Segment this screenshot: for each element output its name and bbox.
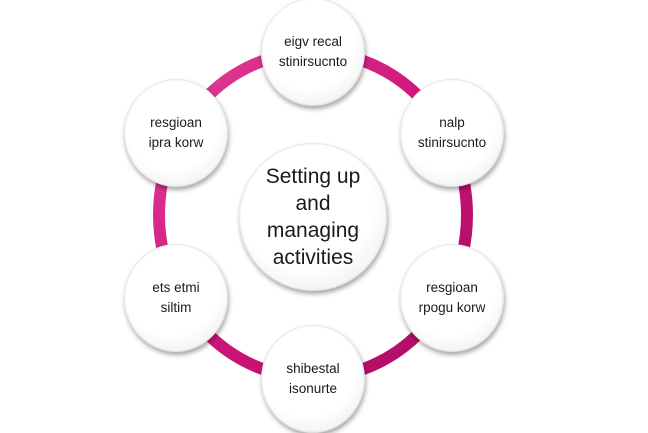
node-line: siltim <box>160 300 192 315</box>
center-line: and <box>295 192 331 215</box>
node-label: resgioan ipra korw <box>149 113 204 153</box>
node-label: eigv recal stinirsucnto <box>279 32 347 72</box>
node-line: ets etmi <box>152 280 200 295</box>
node-bottom: shibestal isonurte <box>261 325 365 433</box>
node-bottom-left: ets etmi siltim <box>124 244 228 352</box>
node-label: nalp stinirsucnto <box>418 113 486 153</box>
node-line: ipra korw <box>148 135 204 150</box>
node-line: stinirsucnto <box>417 135 487 150</box>
center-line: activities <box>272 246 354 269</box>
node-top-right: nalp stinirsucnto <box>400 79 504 187</box>
node-bottom-right: resgioan rpogu korw <box>400 244 504 352</box>
node-line: shibestal <box>286 361 340 376</box>
node-top: eigv recal stinirsucnto <box>261 0 365 106</box>
node-top-left: resgioan ipra korw <box>124 79 228 187</box>
node-line: nalp <box>439 115 465 130</box>
center-label: Setting up and managing activities <box>266 163 361 271</box>
node-label: ets etmi siltim <box>152 278 199 318</box>
node-line: resgioan <box>426 280 478 295</box>
node-line: stinirsucnto <box>278 54 348 69</box>
node-line: rpogu korw <box>418 300 486 315</box>
center-line: Setting up <box>265 165 361 188</box>
node-line: isonurte <box>288 381 337 396</box>
node-label: resgioan rpogu korw <box>419 278 486 318</box>
center-node: Setting up and managing activities <box>239 143 387 291</box>
node-label: shibestal isonurte <box>286 359 339 399</box>
node-line: eigv recal <box>284 34 342 49</box>
center-line: managing <box>266 219 360 242</box>
node-line: resgioan <box>150 115 202 130</box>
